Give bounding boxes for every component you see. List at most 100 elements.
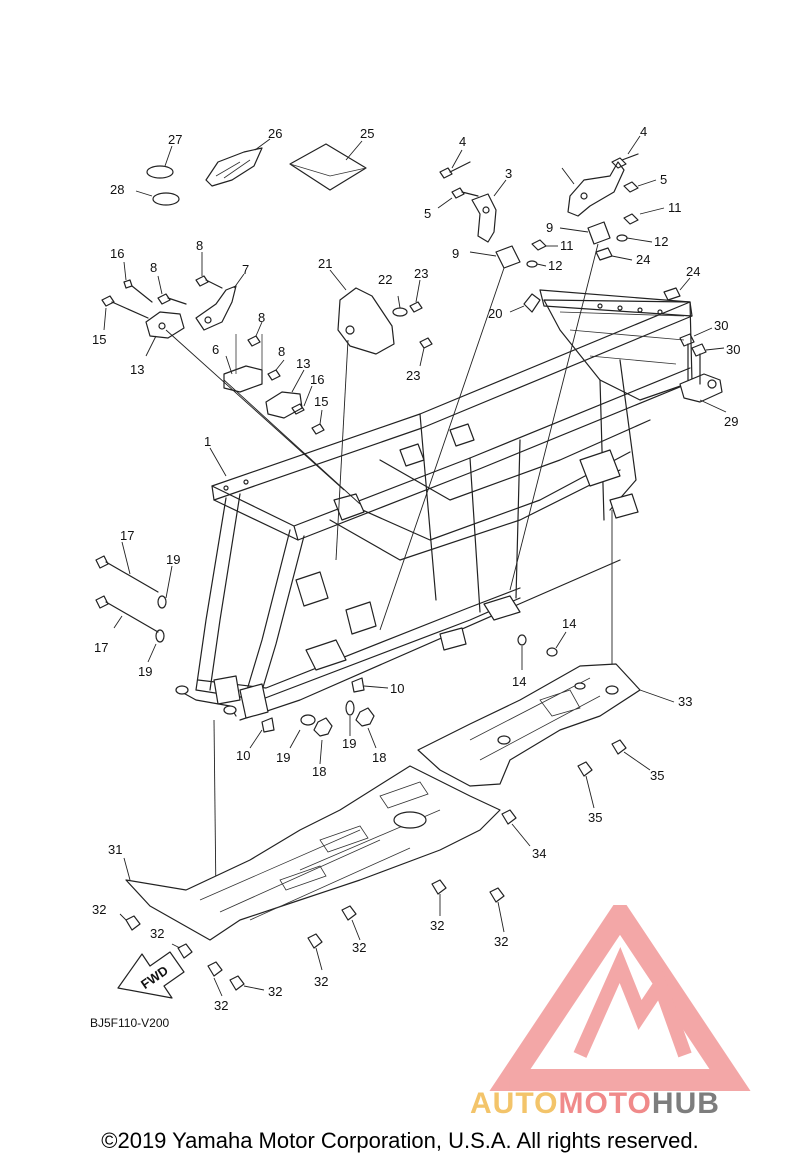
callout-29: 29 <box>724 414 738 429</box>
part-bushing-9a <box>469 245 521 269</box>
callout-32d: 32 <box>268 984 282 999</box>
watermark-moto: MOTO <box>558 1087 651 1120</box>
callout-33: 33 <box>678 694 692 709</box>
part-cover-21 <box>329 269 395 355</box>
forward-arrow-icon: FWD <box>117 951 185 999</box>
callout-3: 3 <box>505 166 512 181</box>
callout-12b: 12 <box>654 234 668 249</box>
part-nut-11a <box>531 239 558 251</box>
part-bolt-32a <box>119 913 141 931</box>
part-screw-23b <box>419 337 433 367</box>
part-pad-24a <box>595 247 633 261</box>
callout-35a: 35 <box>588 810 602 825</box>
callout-15b: 15 <box>314 394 328 409</box>
automotohub-watermark: AUTOMOTOHUB <box>470 905 751 1120</box>
part-nut-18a <box>313 717 333 765</box>
part-bolt-32d <box>229 975 265 991</box>
part-bolt-15a <box>101 295 149 331</box>
part-bracket-13b <box>265 369 305 419</box>
callout-14a: 14 <box>562 616 576 631</box>
callout-19c: 19 <box>276 750 290 765</box>
callout-32e: 32 <box>314 974 328 989</box>
main-frame-1 <box>175 289 693 721</box>
assembly-leader-lines <box>165 243 613 901</box>
callout-5a: 5 <box>424 206 431 221</box>
part-bracket-7 <box>195 273 245 331</box>
callout-15a: 15 <box>92 332 106 347</box>
callout-25: 25 <box>360 126 374 141</box>
callout-23b: 23 <box>406 368 420 383</box>
callout-19d: 19 <box>342 736 356 751</box>
part-bolt-34 <box>501 809 531 847</box>
part-bracket-26 <box>205 138 271 187</box>
part-bolt-15b <box>311 409 325 435</box>
part-bolt-5b <box>623 179 657 193</box>
callout-32a: 32 <box>92 902 106 917</box>
part-bolt-30a <box>679 327 713 381</box>
callout-13b: 13 <box>296 356 310 371</box>
part-o-ring-28 <box>135 190 180 206</box>
copyright-notice: ©2019 Yamaha Motor Corporation, U.S.A. A… <box>101 1128 699 1153</box>
callout-9a: 9 <box>452 246 459 261</box>
part-bracket-6 <box>223 334 263 393</box>
part-cap-14b <box>517 634 527 670</box>
part-bolt-8c <box>247 321 263 347</box>
part-bushing-9b <box>559 221 611 245</box>
part-washer-19d <box>345 700 355 736</box>
callout-13a: 13 <box>130 362 144 377</box>
callout-19b: 19 <box>138 664 152 679</box>
part-bracket-29 <box>679 373 727 413</box>
callout-21: 21 <box>318 256 332 271</box>
part-o-ring-27 <box>146 145 174 179</box>
part-bolt-32e <box>307 933 323 971</box>
callout-32b: 32 <box>150 926 164 941</box>
callout-32h: 32 <box>494 934 508 949</box>
part-bolt-32c <box>207 961 223 997</box>
callout-11a: 11 <box>560 238 574 253</box>
callout-8c: 8 <box>258 310 265 325</box>
callout-4a: 4 <box>459 134 466 149</box>
part-skid-plate-33 <box>417 663 675 787</box>
callout-31: 31 <box>108 842 122 857</box>
part-bolt-32f <box>341 905 361 941</box>
callout-19a: 19 <box>166 552 180 567</box>
callout-35b: 35 <box>650 768 664 783</box>
callout-17a: 17 <box>120 528 134 543</box>
callout-32f: 32 <box>352 940 366 955</box>
automotohub-logo-icon <box>489 905 751 1091</box>
callout-6: 6 <box>212 342 219 357</box>
part-grommet-22 <box>392 295 408 317</box>
part-bolt-4b <box>611 135 641 169</box>
callout-20: 20 <box>488 306 502 321</box>
part-screw-16b <box>291 385 313 415</box>
part-bolt-8d <box>267 359 285 381</box>
part-washer-12b <box>616 234 653 243</box>
part-bolt-5a <box>437 187 479 209</box>
part-bolt-17b <box>95 595 159 633</box>
callout-10b: 10 <box>236 748 250 763</box>
part-washer-19c <box>289 714 316 749</box>
callout-30a: 30 <box>714 318 728 333</box>
part-pad-24b <box>663 277 691 301</box>
part-clip-10b <box>249 717 275 749</box>
part-washer-12a <box>526 260 547 268</box>
watermark-auto: AUTO <box>470 1087 558 1120</box>
part-screw-23a <box>409 279 423 313</box>
callout-30b: 30 <box>726 342 740 357</box>
part-skid-plate-31 <box>123 765 501 941</box>
callout-14b: 14 <box>512 674 526 689</box>
part-bolt-32g <box>431 879 447 916</box>
part-cap-14a <box>546 631 567 657</box>
callout-32g: 32 <box>430 918 444 933</box>
part-washer-19a <box>157 565 173 609</box>
part-bracket-3 <box>471 179 507 243</box>
part-manual-envelope-25 <box>289 140 367 191</box>
callout-24b: 24 <box>686 264 700 279</box>
part-screw-16a <box>123 261 153 303</box>
part-washer-19b <box>147 629 165 663</box>
callout-numbers: 1 3 4 4 5 5 6 7 8 8 8 8 9 9 10 10 11 11 … <box>92 124 740 1013</box>
callout-9b: 9 <box>546 220 553 235</box>
watermark-hub: HUB <box>652 1087 720 1120</box>
callout-32c: 32 <box>214 998 228 1013</box>
